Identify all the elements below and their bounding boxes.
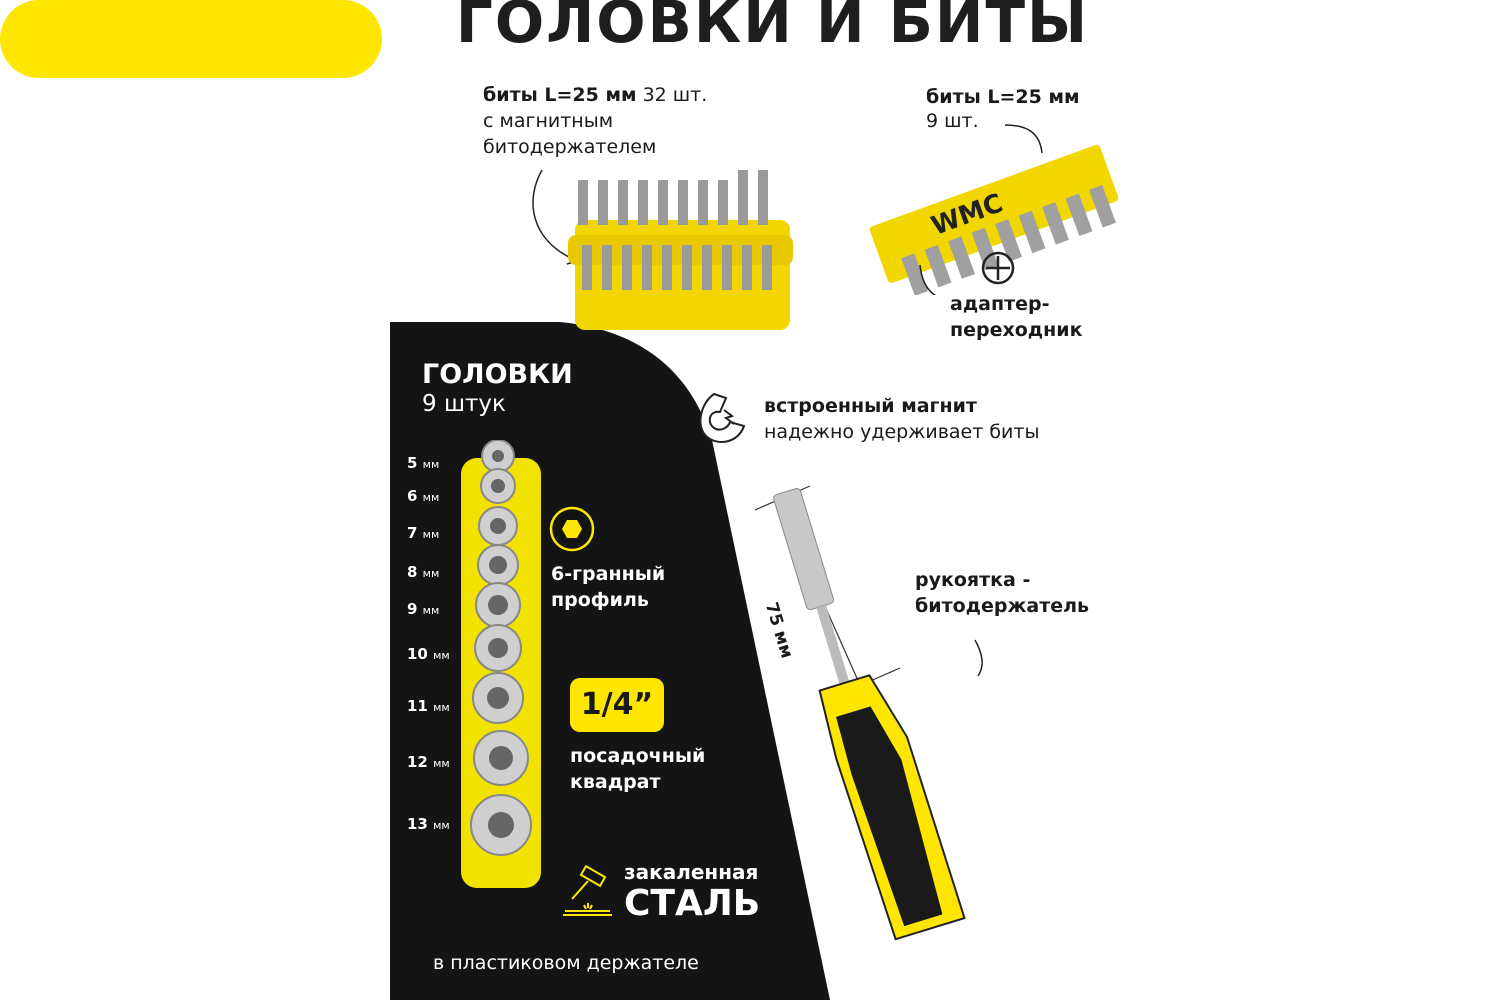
magnet-caption: встроенный магнит надежно удерживает бит… [764,393,1039,445]
drive-caption: посадочный квадрат [570,743,705,795]
magnet-line1: встроенный магнит [764,395,977,417]
bits-strip-count: 9 шт. [926,110,979,132]
bits-set-image [532,169,793,330]
bits-set-line2: с магнитным [483,110,614,132]
socket-holder-image [461,440,541,888]
hammer-icon [563,865,612,916]
steel-line1: закаленная [624,860,759,884]
magnet-icon [699,392,746,443]
drive-line1: посадочный [570,745,706,767]
adapter-line1: адаптер- [950,293,1050,315]
bits-strip-heading: биты L=25 мм [926,86,1080,108]
bits-strip-image: WMC [869,124,1119,295]
profile-caption: 6-гранный профиль [551,561,665,613]
socket-size: 10 мм [407,645,450,663]
sockets-heading-block: ГОЛОВКИ 9 штук [422,360,573,418]
sockets-count: 9 штук [422,391,506,417]
page-title: ГОЛОВКИ И БИТЫ [455,0,1090,56]
magnet-badge [0,0,382,78]
socket-size: 6 мм [407,487,440,505]
socket-size: 9 мм [407,600,440,618]
bits-set-heading: биты L=25 мм [483,84,637,106]
bits-set-count: 32 шт. [642,84,708,106]
profile-line1: 6-гранный [551,563,666,585]
socket-size: 11 мм [407,697,450,715]
socket-size: 7 мм [407,524,440,542]
hexagon-icon [549,506,595,552]
bits-set-line3: битодержателем [483,136,657,158]
socket-size: 13 мм [407,815,450,833]
sockets-heading: ГОЛОВКИ [422,359,573,390]
bits-set-caption: биты L=25 мм 32 шт. с магнитным битодерж… [483,82,707,160]
socket-size: 12 мм [407,753,450,771]
holder-caption: в пластиковом держателе [433,952,699,974]
steel-caption: закаленная СТАЛЬ [624,860,760,924]
screwdriver-image [754,485,983,941]
socket-size: 8 мм [407,563,440,581]
adapter-line2: переходник [950,319,1083,341]
adapter-caption: адаптер- переходник [950,291,1083,343]
steel-line2: СТАЛЬ [624,883,761,924]
magnet-line2: надежно удерживает биты [764,421,1040,443]
socket-size: 5 мм [407,454,440,472]
drive-line2: квадрат [570,771,661,793]
handle-line2: битодержатель [915,595,1090,617]
profile-line2: профиль [551,589,649,611]
drive-size-badge: 1/4” [570,678,664,732]
handle-line1: рукоятка - [915,569,1031,591]
handle-caption: рукоятка - битодержатель [915,567,1089,619]
plus-icon [981,251,1015,285]
bits-strip-caption: биты L=25 мм 9 шт. [926,85,1080,133]
